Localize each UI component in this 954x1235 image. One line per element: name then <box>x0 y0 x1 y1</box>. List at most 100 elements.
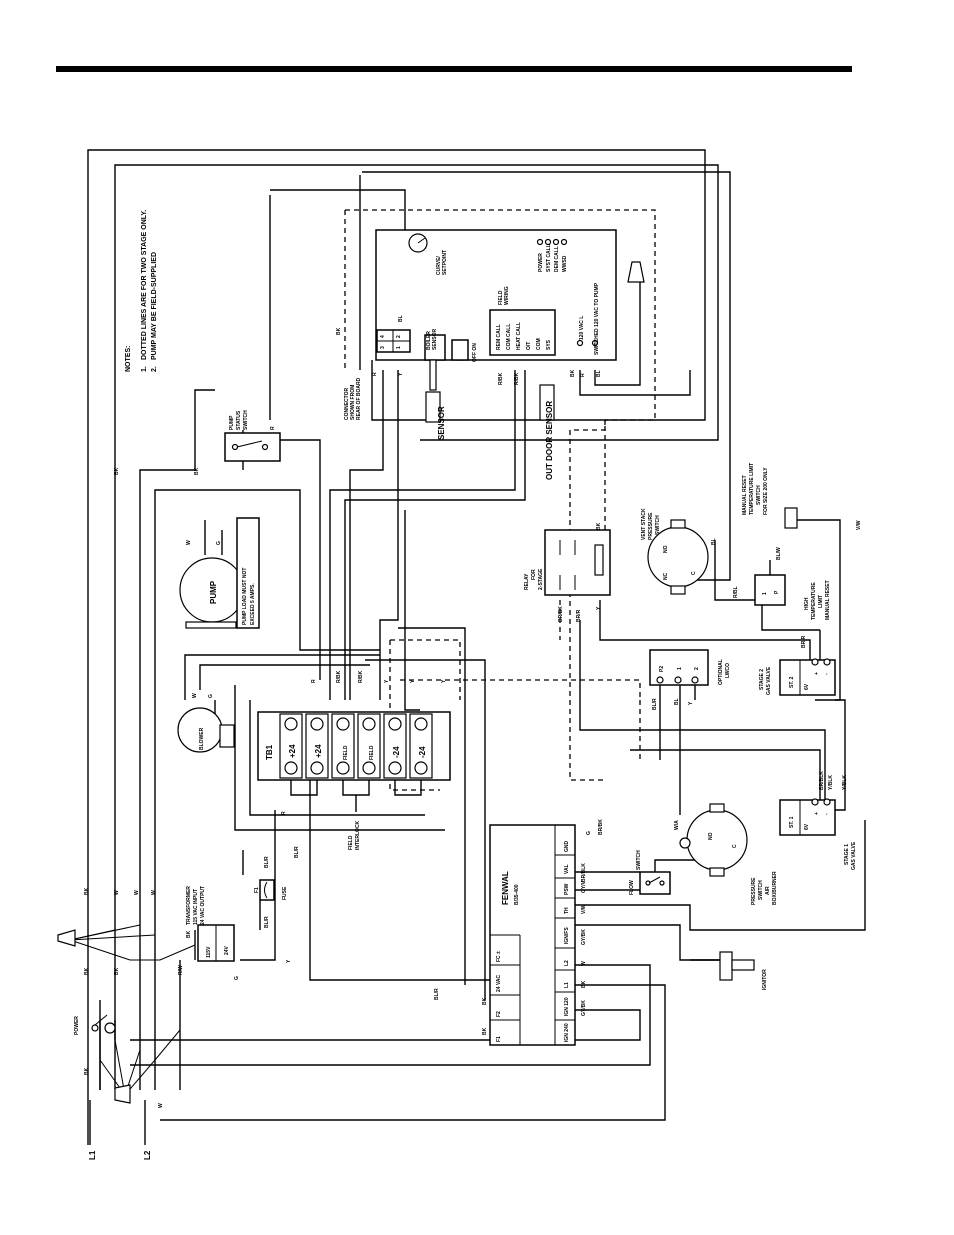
note-2-number: 2. <box>151 366 158 372</box>
svg-text:FOR: FOR <box>531 569 537 580</box>
connector-pin-4: 4 <box>380 335 386 338</box>
pump-label: PUMP <box>209 580 218 604</box>
led-label-wwsd: WWSD <box>562 255 568 272</box>
svg-text:Y: Y <box>398 372 404 376</box>
air-pressure-switch: NO C PRESSURE SWITCH AIR BOX/BURNER <box>679 803 778 905</box>
svg-text:1: 1 <box>762 592 768 595</box>
svg-text:V/W: V/W <box>581 904 587 914</box>
svg-text:REAR OF BOARD: REAR OF BOARD <box>356 377 362 420</box>
svg-text:-: - <box>824 673 830 675</box>
header-rule <box>56 66 852 72</box>
fenwal-top-terminals: GND VAL PSW TH IGN/FS L2 L1 IGN 120 IGN … <box>555 841 575 1042</box>
svg-text:R: R <box>270 426 276 430</box>
svg-text:G: G <box>208 694 214 698</box>
svg-text:BL/R: BL/R <box>434 988 440 1000</box>
svg-text:R/BK: R/BK <box>336 670 342 683</box>
svg-text:BK: BK <box>84 1067 90 1075</box>
svg-text:GY/V: GY/V <box>581 880 587 893</box>
svg-text:W: W <box>158 1103 164 1108</box>
svg-text:MANUAL RESET: MANUAL RESET <box>742 475 748 515</box>
svg-text:BK: BK <box>186 930 192 938</box>
note-2: PUMP MAY BE FIELD-SUPPLIED <box>151 252 158 360</box>
switched-120-label: SWITCHED 120 VAC TO PUMP <box>594 282 600 355</box>
power-label: POWER <box>74 1016 80 1035</box>
lwco-p2: P2 <box>659 666 665 672</box>
svg-text:PUMP LOAD MUST NOT: PUMP LOAD MUST NOT <box>242 568 248 625</box>
vent-stack-pressure-switch: NC NO C VENT STACK PRESSURE SWITCH <box>641 508 709 595</box>
svg-text:R/BK: R/BK <box>358 670 364 683</box>
tb1-terminal-2: +24 <box>314 744 323 758</box>
connector-pin-2: 2 <box>396 335 402 338</box>
svg-text:BOX/BURNER: BOX/BURNER <box>772 871 778 905</box>
svg-text:BK: BK <box>581 980 587 988</box>
fenwal-f1: F1 <box>496 1036 502 1042</box>
manual-reset-temperature-limit-switch: MANUAL RESET TEMPERATURE LIMIT SWITCH FO… <box>742 463 798 529</box>
fenwal-gnd: GND <box>564 841 570 853</box>
svg-text:W: W <box>192 693 198 698</box>
svg-text:BK: BK <box>570 369 576 377</box>
svg-text:R: R <box>281 811 287 815</box>
field-wiring-terminal-block <box>489 309 556 356</box>
connector-caption: CONNECTOR SHOWN FROM REAR OF BOARD <box>344 377 362 420</box>
power-switch: POWER <box>74 1014 116 1035</box>
svg-text:R/W: R/W <box>178 965 184 975</box>
led-power <box>536 238 544 246</box>
svg-text:BR/BK: BR/BK <box>598 819 604 835</box>
fenwal-bottom-terminals: FC ± 24 VAC F2 F1 <box>490 951 520 1042</box>
led-label-power: POWER <box>538 253 544 272</box>
svg-text:PRESSURE: PRESSURE <box>648 512 654 540</box>
vac-120-label: 120 VAC L <box>579 316 585 340</box>
transformer: 115V 24V TRANSFORMER 115 VAC INPUT 24 VA… <box>186 886 235 962</box>
svg-text:FOR SIZE 200 ONLY: FOR SIZE 200 ONLY <box>763 467 769 515</box>
field-wiring-heat-call: HEAT CALL <box>516 322 522 350</box>
svg-text:SHOWN FROM: SHOWN FROM <box>350 385 356 420</box>
fenwal-ignition-module: FENWAL B/35-400 GND VAL PSW TH IGN/FS L2… <box>489 824 576 1046</box>
svg-text:PUMP: PUMP <box>229 415 235 430</box>
wire-code-labels: BK BK R W G BK BL R Y R/BK R/BK BK R BL … <box>84 315 862 1108</box>
svg-text:EXCEED 5 AMPS.: EXCEED 5 AMPS. <box>250 583 256 625</box>
connector-pin-1: 1 <box>396 346 402 349</box>
tb1-terminal-4: FIELD <box>369 745 375 760</box>
fenwal-th: TH <box>564 907 570 914</box>
svg-text:TRANSFORMER: TRANSFORMER <box>186 886 192 925</box>
svg-text:NO: NO <box>663 545 669 553</box>
svg-text:LIMIT: LIMIT <box>818 595 824 608</box>
field-wiring-com: COM <box>536 338 542 350</box>
svg-text:W: W <box>581 961 587 966</box>
svg-text:SWITCH: SWITCH <box>756 485 762 505</box>
svg-text:OPTIONAL: OPTIONAL <box>718 659 724 685</box>
dip-switch[interactable] <box>451 339 469 361</box>
svg-text:LWCO: LWCO <box>725 663 731 678</box>
led-wwsd <box>560 238 568 246</box>
ignitor-label: IGNITOR <box>762 969 768 990</box>
tb1-terminal-5: -24 <box>392 746 401 758</box>
svg-text:NO: NO <box>708 832 714 840</box>
svg-text:BK: BK <box>114 467 120 475</box>
fenwal-l1: L1 <box>564 982 570 988</box>
svg-text:G: G <box>234 976 240 980</box>
svg-text:BK: BK <box>482 1027 488 1035</box>
svg-text:SWITCH: SWITCH <box>243 410 249 430</box>
svg-text:AIR: AIR <box>765 886 771 895</box>
svg-text:ST. 2: ST. 2 <box>789 676 795 688</box>
relay-2-stage: RELAY FOR 2-STAGE <box>524 529 611 596</box>
svg-text:Y: Y <box>410 679 416 683</box>
boiler-sensor-label-2: SENSOR <box>432 328 438 350</box>
transformer-115v: 115V <box>206 946 212 958</box>
blower: BLOWER <box>177 707 235 753</box>
svg-text:BR/R: BR/R <box>801 635 807 648</box>
l1-label: L1 <box>88 1150 97 1160</box>
svg-text:PRESSURE: PRESSURE <box>751 877 757 905</box>
fenwal-val: VAL <box>564 864 570 874</box>
fenwal-ign-120: IGN 120 <box>564 997 570 1016</box>
ignitor: IGNITOR <box>719 951 768 990</box>
svg-text:BK: BK <box>482 997 488 1005</box>
svg-text:GY/BK: GY/BK <box>581 929 587 945</box>
svg-text:6V: 6V <box>804 823 810 830</box>
fenwal-ign-fs: IGN/FS <box>564 927 570 944</box>
svg-text:W: W <box>186 540 192 545</box>
svg-text:R/BK: R/BK <box>498 372 504 385</box>
tb1-label: TB1 <box>265 744 274 760</box>
svg-text:C: C <box>691 571 697 575</box>
high-temperature-limit: 1 P HIGH TEMPERATURE LIMIT MANUAL RESET <box>754 574 831 620</box>
